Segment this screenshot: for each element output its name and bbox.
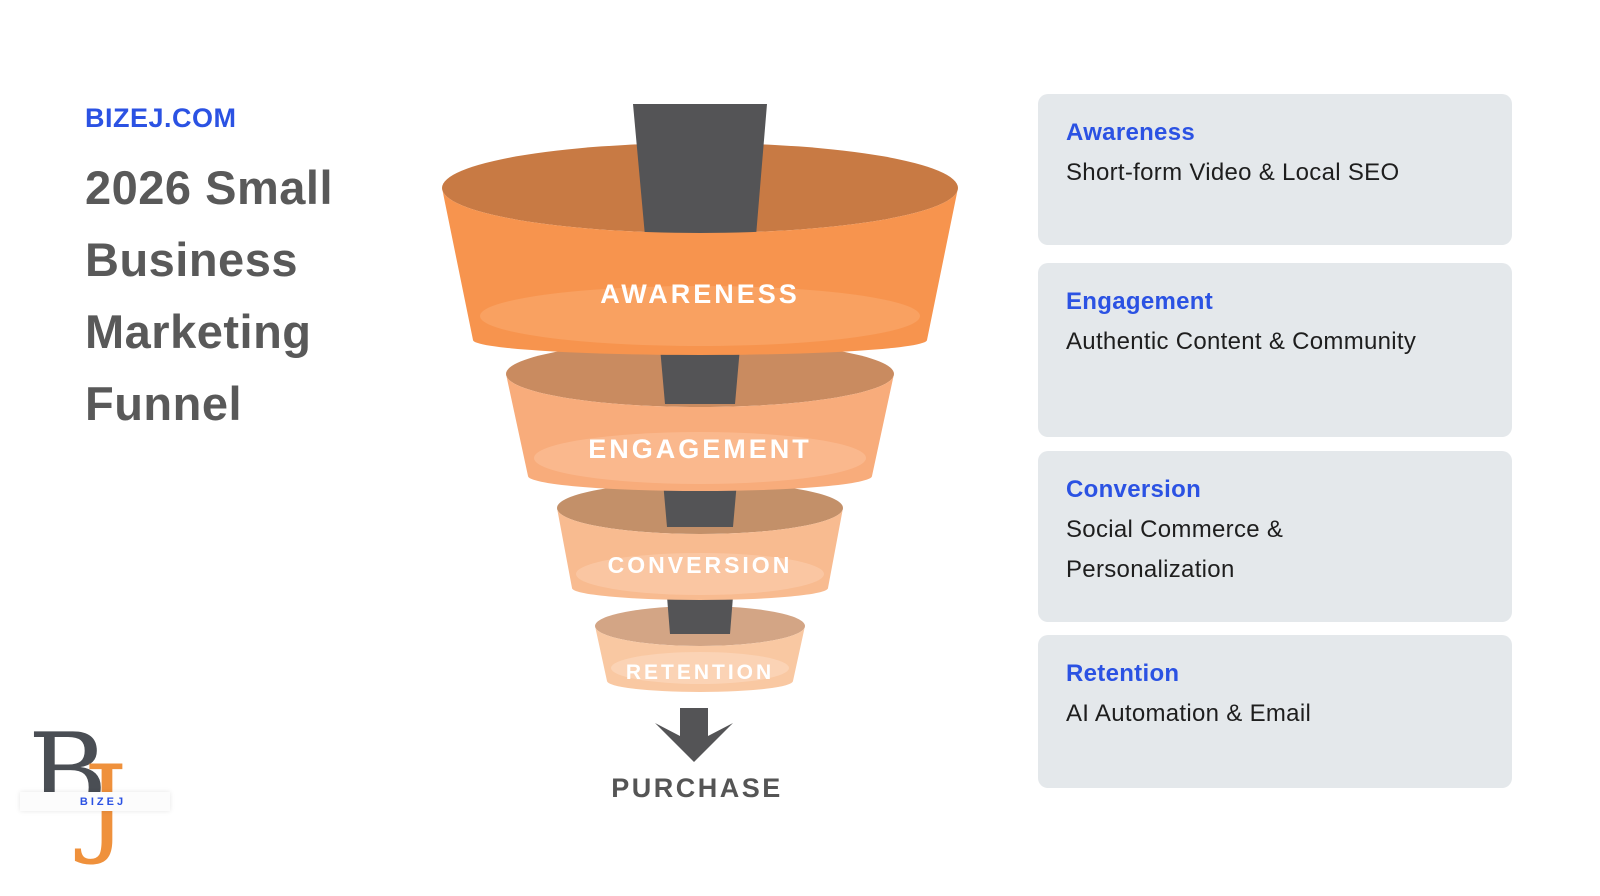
card-retention-description: AI Automation & Email [1066, 700, 1312, 727]
stage-label-awareness: AWARENESS [600, 279, 800, 309]
card-conversion-description: Social Commerce & Personalization [1066, 516, 1284, 583]
site-url: BIZEJ.COM [85, 103, 237, 133]
card-awareness-description: Short-form Video & Local SEO [1066, 159, 1400, 186]
card-conversion-title: Conversion [1066, 476, 1202, 503]
conversion-inner-ellipse [576, 553, 824, 595]
card-retention-title: Retention [1066, 660, 1180, 687]
card-awareness-title: Awareness [1066, 119, 1196, 146]
stage-label-conversion: CONVERSION [608, 552, 793, 578]
engagement-inner-ellipse [534, 432, 866, 484]
purchase-label: PURCHASE [611, 773, 783, 803]
card-engagement-title: Engagement [1066, 288, 1214, 315]
card-engagement-description: Authentic Content & Community [1066, 328, 1417, 355]
logo-wordmark-band: BIZEJ [20, 792, 170, 811]
card-conversion: Conversion Social Commerce & Personaliza… [1038, 451, 1512, 622]
funnel-inlet-shaft [633, 104, 767, 236]
card-engagement: Engagement Authentic Content & Community [1038, 263, 1512, 437]
card-awareness: Awareness Short-form Video & Local SEO [1038, 94, 1512, 245]
page-title: 2026 Small Business Marketing Funnel [85, 161, 334, 430]
bizej-logo: B J BIZEJ [20, 720, 188, 888]
stage-label-retention: RETENTION [626, 661, 774, 684]
retention-inner-ellipse [611, 652, 789, 684]
awareness-inner-ellipse [480, 286, 920, 346]
card-retention: Retention AI Automation & Email [1038, 635, 1512, 788]
down-arrow-icon [655, 708, 733, 762]
stage-label-engagement: ENGAGEMENT [588, 434, 812, 464]
logo-wordmark: BIZEJ [79, 795, 127, 808]
